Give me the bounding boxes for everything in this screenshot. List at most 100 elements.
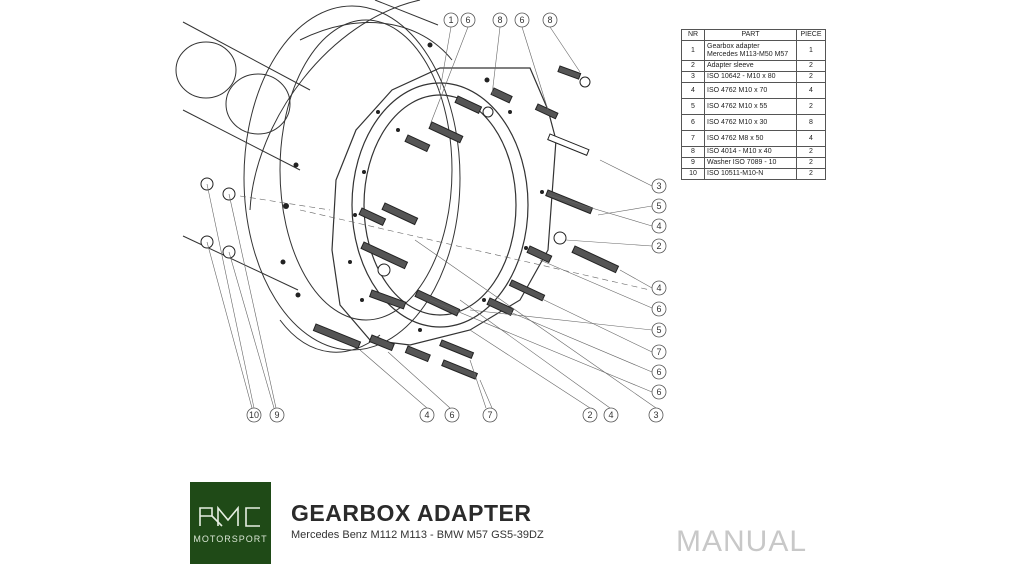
bolt-icon bbox=[490, 87, 513, 104]
callout-number: 9 bbox=[274, 410, 279, 420]
part-piece: 2 bbox=[796, 71, 826, 83]
callout-number: 6 bbox=[449, 410, 454, 420]
callout-circle bbox=[651, 344, 667, 360]
part-name: ISO 10511-M10-N bbox=[704, 168, 797, 180]
callout-number: 10 bbox=[249, 410, 259, 420]
bolt-icon bbox=[381, 202, 419, 226]
part-piece: 4 bbox=[796, 82, 826, 99]
callout-number: 3 bbox=[656, 181, 661, 191]
bolt-icon bbox=[441, 359, 479, 380]
part-piece: 2 bbox=[796, 60, 826, 72]
page-subtitle: Mercedes Benz M112 M113 - BMW M57 GS5-39… bbox=[291, 529, 544, 541]
part-piece: 2 bbox=[796, 157, 826, 169]
callout-circle bbox=[582, 407, 598, 423]
part-nr: 9 bbox=[681, 157, 705, 169]
logo-motorsport-text: MOTORSPORT bbox=[193, 534, 268, 544]
callout-circle bbox=[542, 12, 558, 28]
bolt-icon bbox=[312, 323, 362, 350]
callout-circle bbox=[419, 407, 435, 423]
part-name: ISO 4762 M10 x 55 bbox=[704, 98, 797, 115]
part-name: Washer ISO 7089 - 10 bbox=[704, 157, 797, 169]
bolt-icon bbox=[526, 245, 553, 264]
callout-circle bbox=[460, 12, 476, 28]
callout-number: 6 bbox=[656, 367, 661, 377]
callout-circle bbox=[651, 364, 667, 380]
callout-circle bbox=[651, 198, 667, 214]
callout-number: 7 bbox=[487, 410, 492, 420]
bolt-icon bbox=[368, 334, 395, 352]
part-piece: 2 bbox=[796, 168, 826, 180]
callout-circle bbox=[444, 407, 460, 423]
part-piece: 2 bbox=[796, 146, 826, 158]
small-parts bbox=[200, 177, 567, 277]
header-piece: PIECE bbox=[796, 29, 826, 41]
callout-number: 6 bbox=[519, 15, 524, 25]
part-name: Adapter sleeve bbox=[704, 60, 797, 72]
bolts-group bbox=[312, 65, 620, 380]
adapter-sleeve-icon bbox=[553, 231, 567, 245]
callout-circle bbox=[648, 407, 664, 423]
bolt-icon bbox=[360, 241, 409, 270]
engine-block-outline bbox=[175, 0, 439, 291]
bolt-icon bbox=[486, 297, 515, 316]
part-nr: 5 bbox=[681, 98, 705, 115]
pmc-logo-mark bbox=[199, 505, 260, 527]
callout-circle bbox=[651, 280, 667, 296]
part-nr: 6 bbox=[681, 114, 705, 131]
callout-number: 6 bbox=[465, 15, 470, 25]
part-piece: 4 bbox=[796, 130, 826, 147]
callout-number: 3 bbox=[653, 410, 658, 420]
callout-circle bbox=[269, 407, 285, 423]
bolt-icon bbox=[571, 245, 620, 274]
part-nr: 10 bbox=[681, 168, 705, 180]
header-nr: NR bbox=[681, 29, 705, 41]
callout-circle bbox=[651, 301, 667, 317]
adapter-holes bbox=[280, 42, 544, 333]
callout-number: 1 bbox=[448, 15, 453, 25]
callout-number: 4 bbox=[608, 410, 613, 420]
part-nr: 4 bbox=[681, 82, 705, 99]
bolt-icon bbox=[545, 189, 594, 215]
callout-number: 5 bbox=[656, 325, 661, 335]
part-name: ISO 4014 - M10 x 40 bbox=[704, 146, 797, 158]
callout-number: 6 bbox=[656, 387, 661, 397]
callout-number: 8 bbox=[497, 15, 502, 25]
callout-circle bbox=[514, 12, 530, 28]
bolt-icon bbox=[368, 289, 407, 310]
bolt-icon bbox=[439, 339, 475, 359]
part-nr: 8 bbox=[681, 146, 705, 158]
callout-circle bbox=[651, 178, 667, 194]
leader-lines bbox=[206, 26, 657, 409]
part-name: ISO 4762 M10 x 30 bbox=[704, 114, 797, 131]
callout-circle bbox=[651, 384, 667, 400]
callout-number: 4 bbox=[656, 283, 661, 293]
parts-table-header: NR PART PIECE bbox=[681, 29, 826, 41]
bellhousing-outline bbox=[243, 5, 461, 353]
part-name: ISO 4762 M10 x 70 bbox=[704, 82, 797, 99]
part-nr: 3 bbox=[681, 71, 705, 83]
bolt-icon bbox=[404, 345, 431, 363]
callout-number: 7 bbox=[656, 347, 661, 357]
bolt-icon bbox=[508, 279, 546, 302]
callout-number: 4 bbox=[424, 410, 429, 420]
bolt-icon bbox=[358, 207, 387, 226]
pmc-motorsport-logo: MOTORSPORT bbox=[190, 482, 271, 564]
gearbox-adapter-plate bbox=[331, 67, 557, 346]
bolt-icon bbox=[534, 103, 559, 120]
callout-number: 4 bbox=[656, 221, 661, 231]
callout-number: 2 bbox=[656, 241, 661, 251]
bolt-icon bbox=[547, 133, 590, 156]
callout-circle bbox=[651, 322, 667, 338]
part-nr: 1 bbox=[681, 40, 705, 61]
